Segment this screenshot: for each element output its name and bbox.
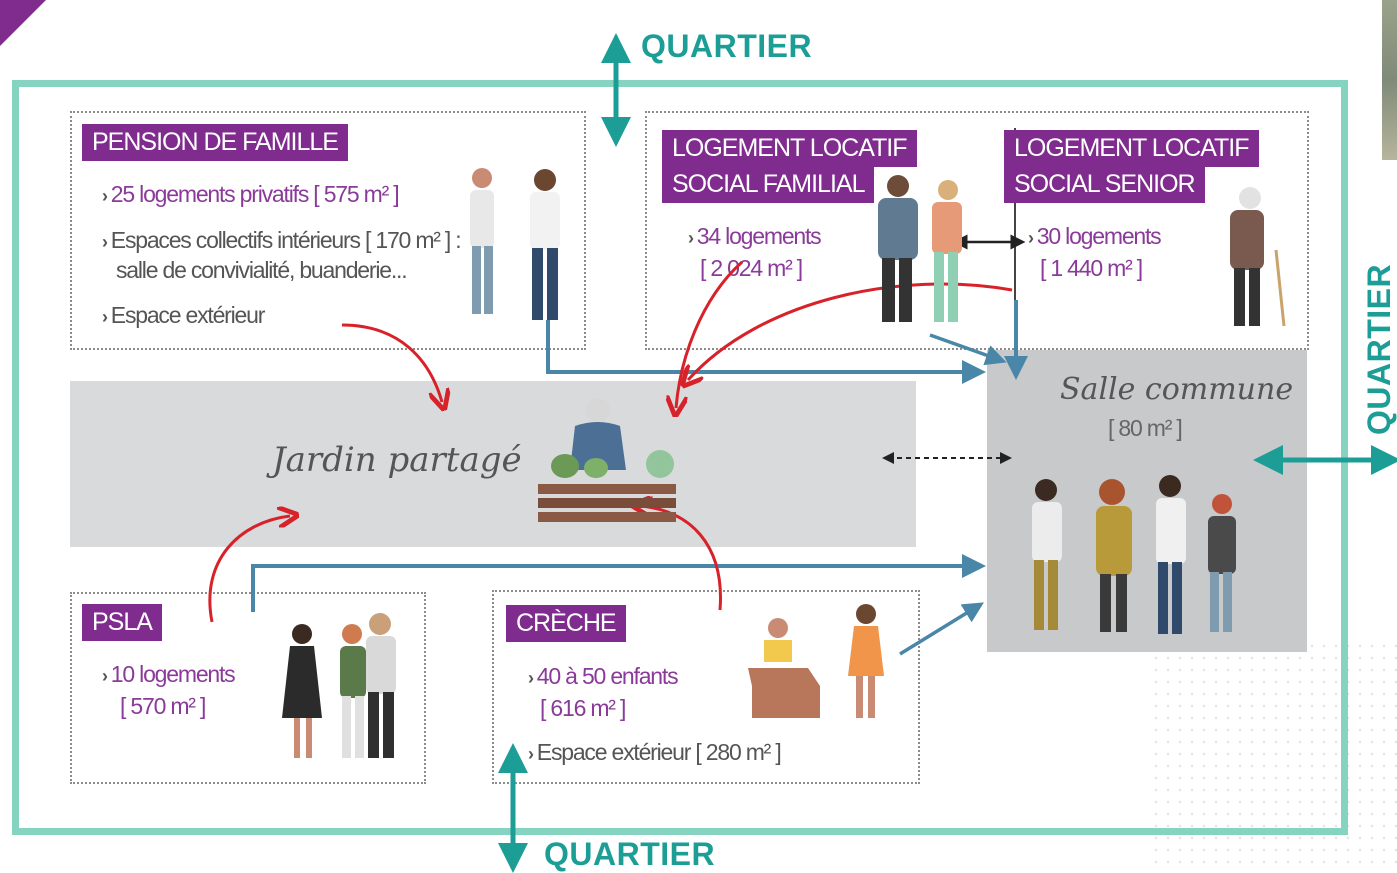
salle-commune-label: Salle commune <box>1060 372 1294 407</box>
creche-children-illustration <box>748 604 884 718</box>
creche-title: CRÈCHE <box>506 605 626 642</box>
map-thumbnail <box>1382 0 1397 160</box>
llsf-title-line2: SOCIAL FAMILIAL <box>662 166 875 203</box>
corner-decoration <box>0 0 46 46</box>
senior-illustration <box>1230 187 1286 327</box>
pension-item-3: ›Espace extérieur <box>102 302 265 328</box>
llsf-title-line1: LOGEMENT LOCATIF <box>662 130 917 167</box>
quartier-top-label: QUARTIER <box>641 28 813 64</box>
pension-de-famille-title: PENSION DE FAMILLE <box>82 124 348 161</box>
jardin-partage-label: Jardin partagé <box>272 440 522 480</box>
llss-title-line2: SOCIAL SENIOR <box>1004 166 1205 203</box>
llss-area: [ 1 440 m² ] <box>1040 255 1143 281</box>
pension-item-2b: salle de convivialité, buanderie... <box>116 257 408 283</box>
creche-count: ›40 à 50 enfants <box>528 663 679 689</box>
psla-count: ›10 logements <box>102 661 236 687</box>
pension-item-1: ›25 logements privatifs [ 575 m² ] <box>102 181 400 207</box>
jardin-partage-area <box>70 381 916 547</box>
llss-count: ›30 logements <box>1028 223 1162 249</box>
llsf-area: [ 2 024 m² ] <box>700 255 803 281</box>
psla-people-illustration <box>282 613 396 758</box>
quartier-bottom-label: QUARTIER <box>544 836 716 872</box>
salle-commune-area-label: [ 80 m² ] <box>1108 415 1183 441</box>
psla-title: PSLA <box>82 604 162 641</box>
creche-outdoor: ›Espace extérieur [ 280 m² ] <box>528 739 782 765</box>
pension-item-2: ›Espaces collectifs intérieurs [ 170 m² … <box>102 227 462 253</box>
family-illustration <box>878 175 962 322</box>
llsf-to-jardin-arrow <box>676 260 744 408</box>
pension-to-jardin-arrow <box>341 323 442 402</box>
creche-to-jardin-arrow <box>640 506 722 611</box>
creche-to-salle-arrow <box>899 602 984 656</box>
salle-people-illustration <box>1032 475 1236 634</box>
logement-divider <box>1014 128 1016 320</box>
psla-to-salle-arrow <box>251 554 986 612</box>
llsf-count: ›34 logements <box>688 223 822 249</box>
pension-to-salle-arrow <box>546 320 986 384</box>
creche-area: [ 616 m² ] <box>540 695 626 721</box>
llss-to-jardin-arrow <box>688 282 1013 380</box>
psla-to-jardin-arrow <box>208 516 290 623</box>
llss-title-line1: LOGEMENT LOCATIF <box>1004 130 1259 167</box>
psla-area: [ 570 m² ] <box>120 693 206 719</box>
llsf-to-salle-arrow <box>929 333 1007 366</box>
garden-planter-illustration <box>538 398 676 522</box>
pension-people-illustration <box>470 168 560 320</box>
